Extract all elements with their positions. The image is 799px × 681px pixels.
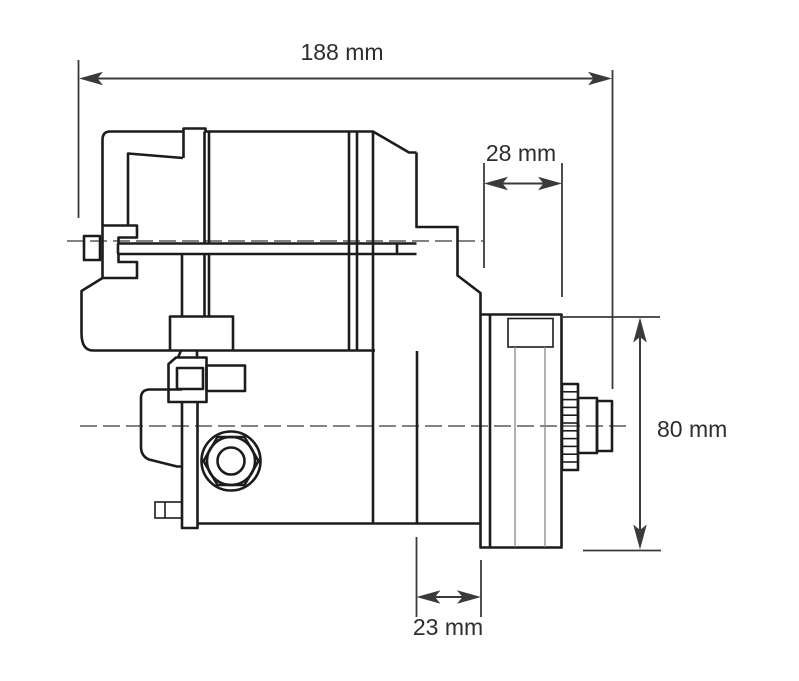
dimension-label-mount-diameter: 80 mm: [657, 416, 727, 442]
tie-bolt: [82, 234, 417, 262]
gear-housing: [139, 152, 482, 525]
dimension-overall-length: 188 mm: [77, 39, 614, 389]
dimension-bracket-offset: 23 mm: [413, 537, 483, 640]
hex-plug: [200, 430, 262, 492]
drive-end-flange: [479, 313, 563, 549]
dimension-label-overall-length: 188 mm: [300, 39, 383, 65]
terminal-block: [167, 356, 247, 404]
mounting-bracket: [168, 254, 235, 359]
dimension-flange-depth: 28 mm: [483, 140, 563, 297]
dimension-label-flange-depth: 28 mm: [486, 140, 556, 166]
dimension-label-bracket-offset: 23 mm: [413, 614, 483, 640]
motor-body-outline: [80, 127, 417, 523]
mounting-stud: [154, 402, 199, 530]
pinion-gear: [560, 382, 614, 472]
dimension-mount-diameter: 80 mm: [560, 316, 727, 552]
